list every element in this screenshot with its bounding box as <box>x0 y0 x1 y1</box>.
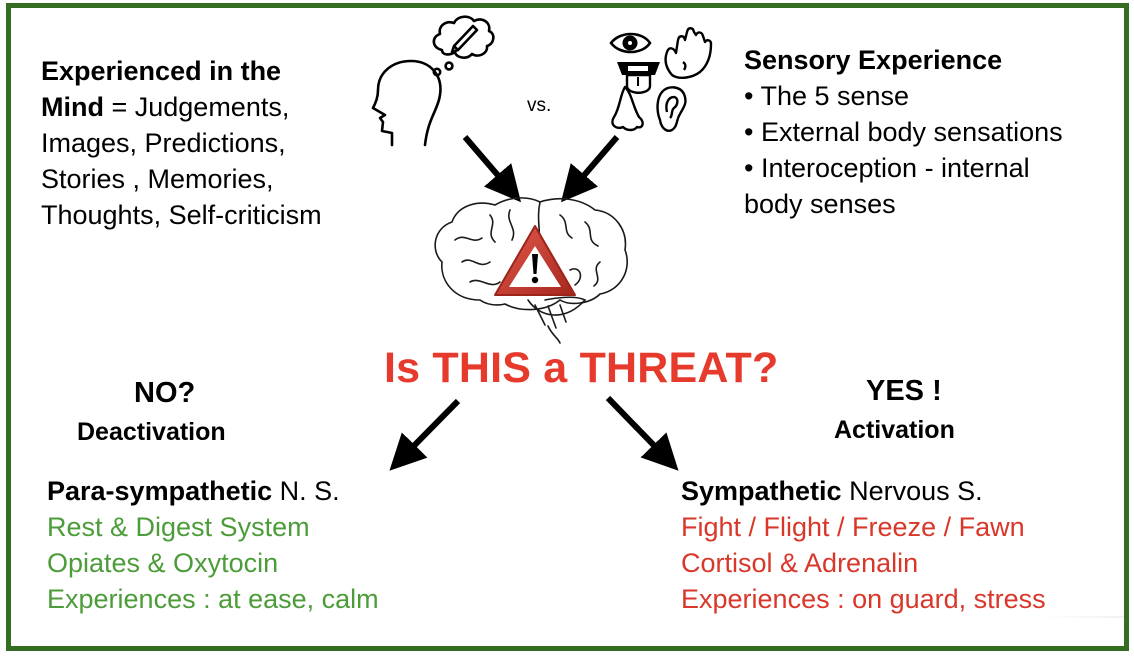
arrow-mind-to-brain <box>462 135 522 203</box>
mind-item: Stories , Memories, <box>41 164 274 194</box>
decorative-shadow <box>1040 616 1125 618</box>
parasympathetic-item: Rest & Digest System <box>47 512 310 542</box>
mind-experience-block: Experienced in the Mind = Judgements, Im… <box>41 53 322 233</box>
mind-item: Thoughts, Self-criticism <box>41 200 322 230</box>
activation-label: Activation <box>834 416 955 444</box>
warning-triangle-icon <box>494 225 576 296</box>
sympathetic-item: Cortisol & Adrenalin <box>681 548 919 578</box>
eye-icon <box>609 32 652 54</box>
parasympathetic-rest: N. S. <box>272 476 340 506</box>
mind-label: Mind <box>41 92 104 122</box>
sensory-experience-block: Sensory Experience • The 5 sense • Exter… <box>744 42 1063 222</box>
sensory-bullet: • External body sensations <box>744 117 1063 147</box>
threat-question: Is THIS a THREAT? <box>384 344 779 392</box>
parasympathetic-bold: Para-sympathetic <box>47 476 273 506</box>
sympathetic-rest: Nervous S. <box>841 476 983 506</box>
sympathetic-heading: Sympathetic Nervous S. <box>681 473 1046 509</box>
mind-heading-bold: Experienced in the <box>41 56 282 86</box>
arrow-to-yes-branch <box>605 395 679 471</box>
hand-icon <box>664 27 713 80</box>
mind-heading-rest: = Judgements, <box>103 92 290 122</box>
vs-label: vs. <box>527 95 552 116</box>
sensory-continuation: body senses <box>744 189 896 219</box>
diagram-frame <box>6 3 1129 651</box>
thinking-head-icon <box>371 15 495 147</box>
mind-heading-line-2: Mind = Judgements, <box>41 89 322 125</box>
parasympathetic-block: Para-sympathetic N. S. Rest & Digest Sys… <box>47 473 379 617</box>
parasympathetic-heading: Para-sympathetic N. S. <box>47 473 379 509</box>
sympathetic-item: Fight / Flight / Freeze / Fawn <box>681 512 1025 542</box>
parasympathetic-item: Opiates & Oxytocin <box>47 548 279 578</box>
nose-icon <box>611 85 644 132</box>
brain-icon <box>434 197 629 344</box>
parasympathetic-item: Experiences : at ease, calm <box>47 584 379 614</box>
sensory-heading: Sensory Experience <box>744 45 1003 75</box>
mind-heading-line-1: Experienced in the <box>41 53 322 89</box>
sympathetic-item: Experiences : on guard, stress <box>681 584 1046 614</box>
arrow-to-no-branch <box>389 398 461 471</box>
tongue-icon <box>617 62 660 94</box>
no-answer: NO? <box>134 377 196 409</box>
deactivation-label: Deactivation <box>77 418 226 446</box>
arrow-senses-to-brain <box>560 135 620 203</box>
yes-answer: YES ! <box>866 375 942 407</box>
sensory-bullet: • The 5 sense <box>744 81 910 111</box>
ear-icon <box>656 86 687 132</box>
sensory-bullet: • Interoception - internal <box>744 153 1030 183</box>
sympathetic-bold: Sympathetic <box>681 476 842 506</box>
mind-item: Images, Predictions, <box>41 128 286 158</box>
sympathetic-block: Sympathetic Nervous S. Fight / Flight / … <box>681 473 1046 617</box>
